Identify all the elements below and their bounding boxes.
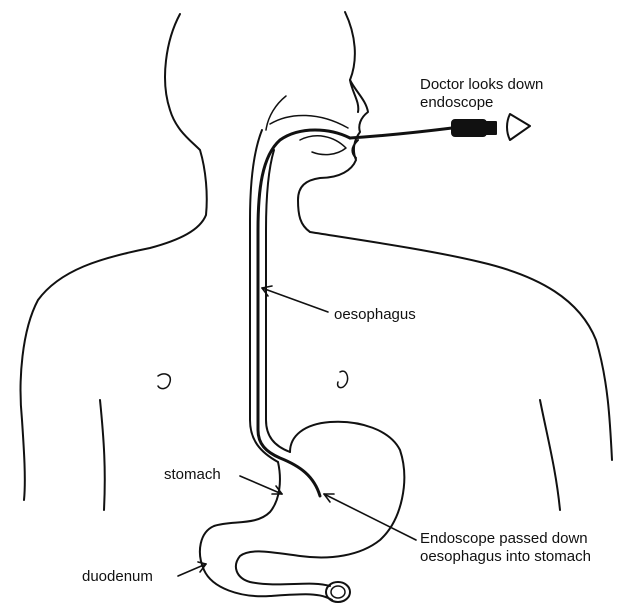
stomach-outline (236, 422, 404, 586)
arm-inner-right (540, 400, 560, 510)
arm-inner-left (100, 400, 105, 510)
label-endoscope-line2: oesophagus into stomach (420, 548, 591, 566)
endoscope-handle (452, 120, 486, 136)
tongue-line (300, 136, 346, 155)
label-duodenum: duodenum (82, 568, 153, 586)
label-doctor-line1: Doctor looks down (420, 76, 543, 94)
label-stomach: stomach (164, 466, 221, 484)
stomach-pointer (240, 476, 282, 494)
duodenum-opening-inner (331, 586, 345, 598)
endoscope-eyepiece (486, 122, 496, 134)
palate-line (270, 115, 348, 128)
nipple-right (338, 371, 348, 388)
oesophagus-wall-right (266, 150, 290, 452)
label-doctor-line2: endoscope (420, 94, 543, 112)
eye-icon (507, 114, 530, 140)
label-oesophagus: oesophagus (334, 306, 416, 324)
label-doctor-looks-down-endoscope: Doctor looks down endoscope (420, 76, 543, 112)
label-endoscope-line1: Endoscope passed down (420, 530, 591, 548)
label-endoscope-passed-down: Endoscope passed down oesophagus into st… (420, 530, 591, 566)
nipple-left (158, 374, 170, 389)
oesophagus-pointer (262, 288, 328, 312)
body-outline-left (21, 14, 207, 500)
endoscope-external-tube (350, 128, 452, 138)
throat-curve (266, 96, 286, 130)
oesophagus-wall-left (250, 130, 278, 462)
duodenum-opening (326, 582, 350, 602)
